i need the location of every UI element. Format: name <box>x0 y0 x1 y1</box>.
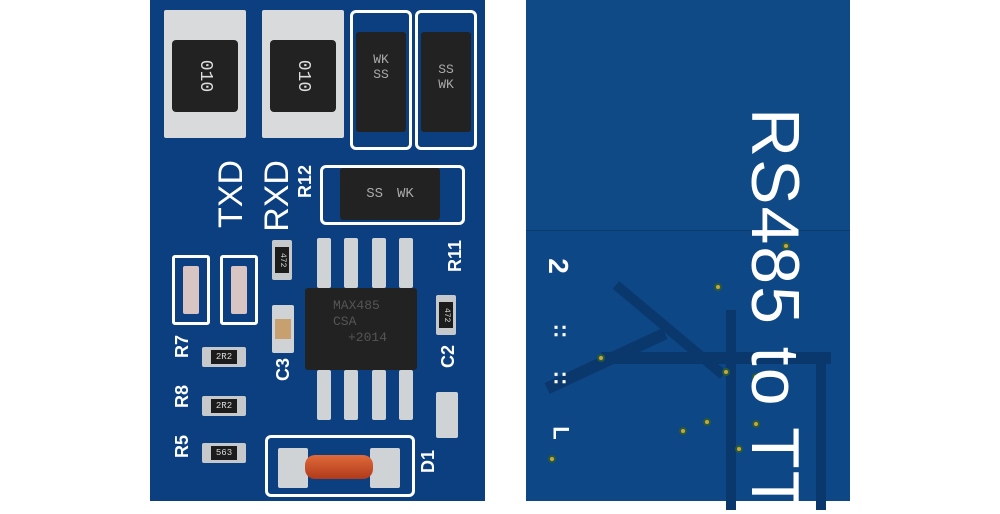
label-d1: D1 <box>418 450 438 474</box>
capacitor-c3 <box>272 305 294 353</box>
via <box>597 354 605 362</box>
pin-label-l: L <box>548 426 574 440</box>
label-r7: R7 <box>172 335 192 359</box>
diode-outline-2 <box>415 10 477 150</box>
label-txd: TXD <box>212 160 250 228</box>
via <box>782 242 790 250</box>
ic-pins-top <box>310 238 420 288</box>
label-r5: R5 <box>172 435 192 459</box>
zener-diode-d1 <box>305 455 373 479</box>
pin-label-marks: :: <box>549 370 575 386</box>
d1-pad <box>370 448 400 488</box>
d1-pad <box>278 448 308 488</box>
pcb-trace <box>726 310 736 510</box>
capacitor-c2 <box>436 392 458 438</box>
label-rxd: RXD <box>258 160 296 232</box>
resistor-r5: 563 <box>202 443 246 463</box>
resistor-marking: 010 <box>293 59 313 93</box>
resistor-r7: 2R2 <box>202 347 246 367</box>
board-title: RS485 to TT <box>737 108 813 514</box>
led-rxd <box>220 255 258 325</box>
resistor-r8: 2R2 <box>202 396 246 416</box>
label-r12: R12 <box>295 165 315 199</box>
via <box>752 420 760 428</box>
diode-outline-1 <box>350 10 412 150</box>
label-c2: C2 <box>438 345 458 369</box>
pin-label-marks: :: <box>549 323 575 339</box>
via <box>722 368 730 376</box>
via <box>548 455 556 463</box>
via <box>752 373 760 381</box>
ic-pins-bottom <box>310 370 420 420</box>
label-r11: R11 <box>445 240 465 273</box>
pin-label-2: 2 <box>542 258 574 274</box>
label-r8: R8 <box>172 385 192 409</box>
diode-outline-3 <box>320 165 465 225</box>
via <box>735 445 743 453</box>
resistor-marking: 010 <box>195 59 215 93</box>
shunt-resistor-2: 010 <box>262 10 344 138</box>
resistor-r12: 472 <box>272 240 292 280</box>
shunt-resistor-1: 010 <box>164 10 246 138</box>
via <box>703 418 711 426</box>
led-txd <box>172 255 210 325</box>
d1-outline <box>265 435 415 497</box>
via <box>679 427 687 435</box>
label-c3: C3 <box>273 358 293 382</box>
via <box>714 283 722 291</box>
pcb-board-back: RS485 to TT 2 :: :: L <box>526 0 850 514</box>
pcb-trace <box>816 360 826 510</box>
pcb-trace <box>601 352 831 364</box>
resistor-r11: 472 <box>436 295 456 335</box>
